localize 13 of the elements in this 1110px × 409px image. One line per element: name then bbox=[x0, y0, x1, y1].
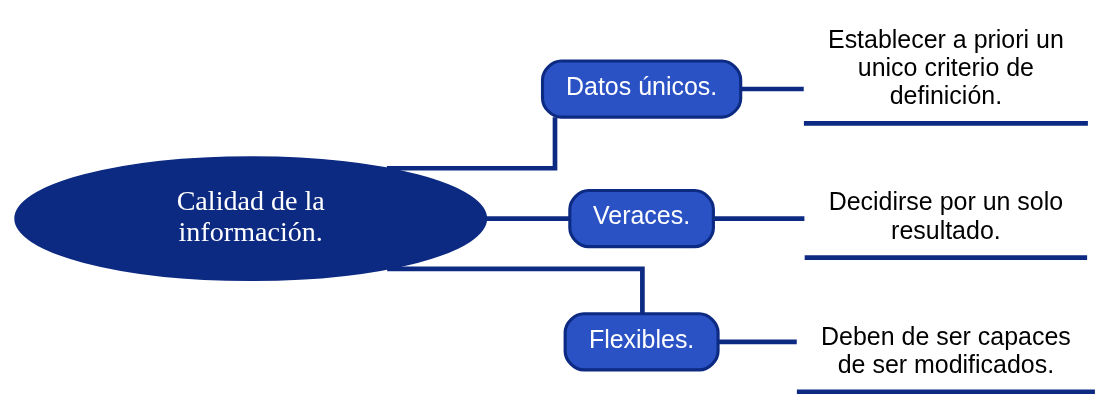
connector bbox=[713, 216, 805, 221]
node-box: Veraces. bbox=[568, 188, 715, 249]
connector bbox=[486, 216, 570, 221]
node-box: Flexibles. bbox=[563, 312, 720, 372]
connector bbox=[718, 339, 797, 345]
connector bbox=[387, 266, 645, 314]
node-ellipse: Calidad de la información. bbox=[14, 156, 488, 281]
node-text: Establecer a priori un unico criterio de definición. bbox=[828, 25, 1064, 110]
node-text: Decidirse por un solo resultado. bbox=[828, 187, 1064, 244]
node-box: Datos únicos. bbox=[540, 59, 743, 119]
node-text: Deben de ser capaces de ser modificados. bbox=[821, 321, 1071, 378]
connector bbox=[386, 117, 558, 171]
connector bbox=[740, 86, 804, 92]
